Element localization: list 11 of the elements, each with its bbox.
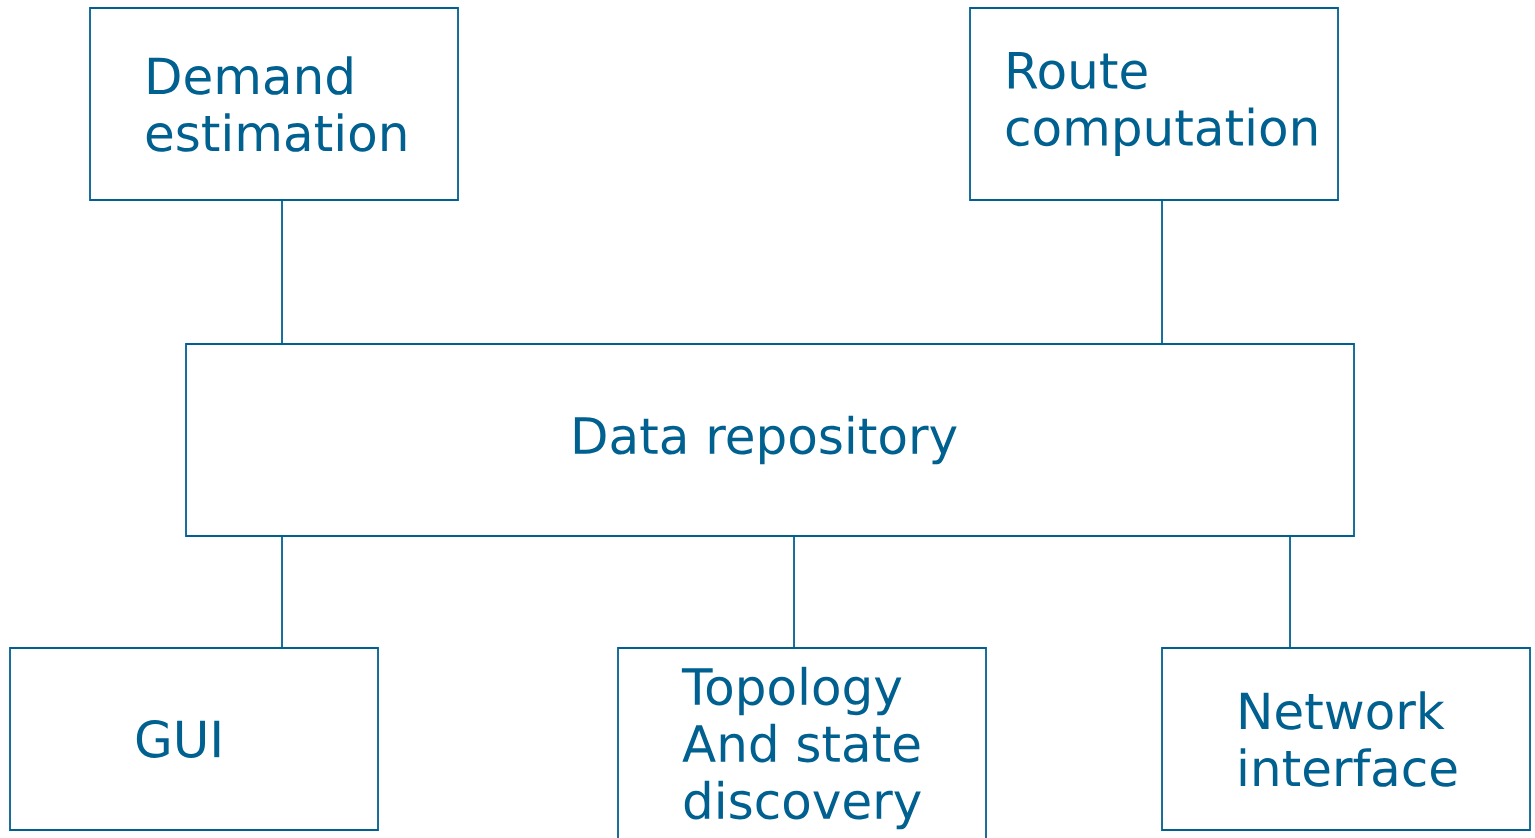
connector-line: [281, 536, 283, 648]
process-box: Network interface: [1161, 647, 1531, 831]
process-box: Route computation: [969, 7, 1339, 201]
process-box: Data repository: [185, 343, 1355, 537]
connector-line: [793, 536, 795, 648]
process-box: Demand estimation: [89, 7, 459, 201]
connector-line: [1161, 200, 1163, 344]
process-box: Topology And state discovery: [617, 647, 987, 838]
connector-line: [281, 200, 283, 344]
process-box: GUI: [9, 647, 379, 831]
connector-line: [1289, 536, 1291, 648]
